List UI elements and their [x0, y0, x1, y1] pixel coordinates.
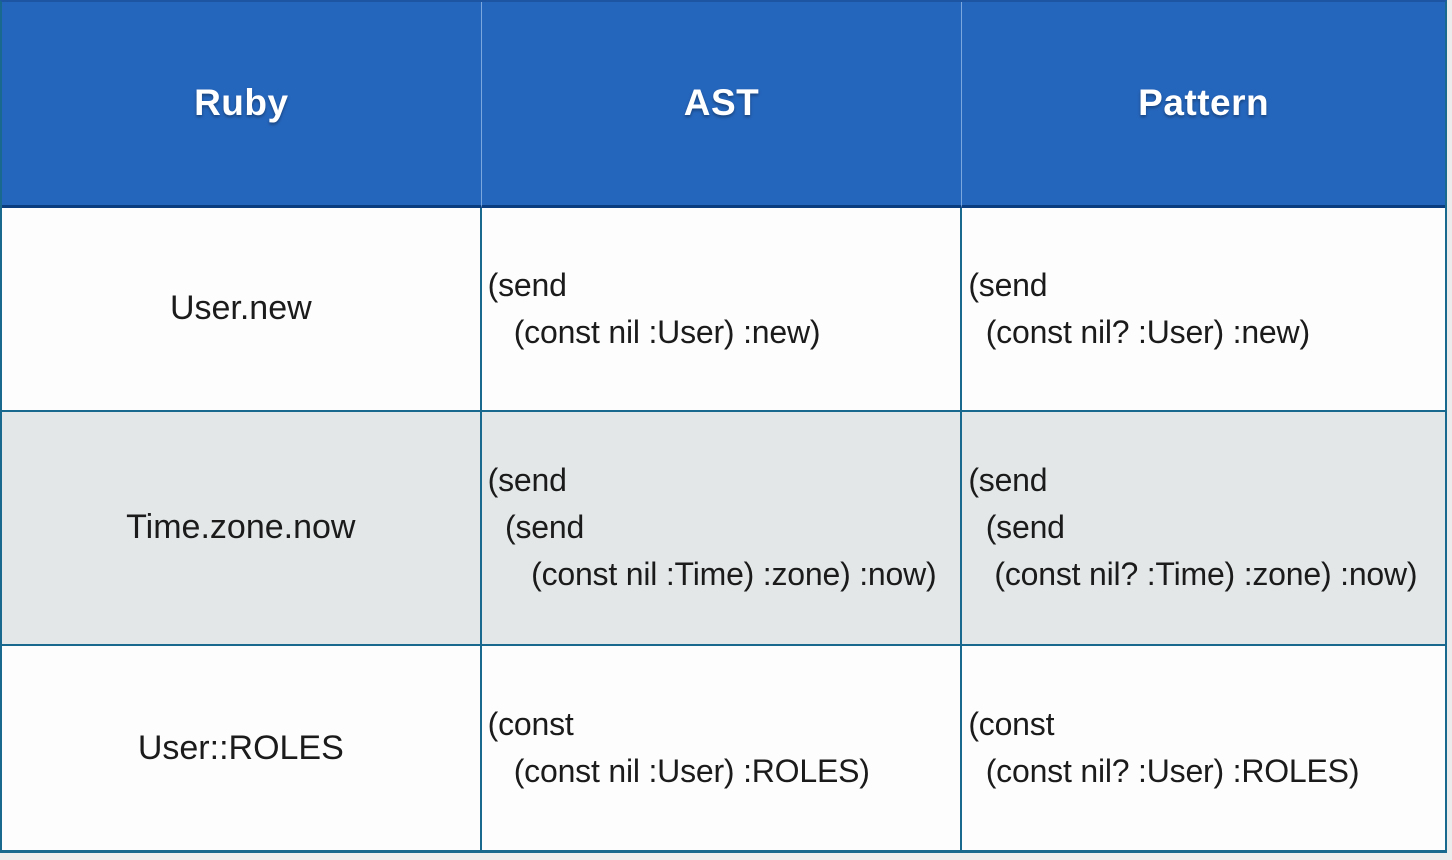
ast-cell: (send (const nil :User) :new) [481, 207, 963, 412]
ruby-cell: User::ROLES [2, 646, 482, 850]
ast-cell: (send (send (const nil :Time) :zone) :no… [481, 411, 963, 647]
pattern-cell: (send (const nil? :User) :new) [962, 207, 1445, 412]
ruby-cell: User.new [2, 207, 482, 412]
column-header-ruby: Ruby [2, 2, 482, 208]
column-header-pattern: Pattern [962, 2, 1445, 208]
ast-cell: (const (const nil :User) :ROLES) [481, 646, 963, 850]
column-header-ast: AST [481, 2, 963, 208]
ruby-cell: Time.zone.now [2, 411, 482, 647]
pattern-cell: (const (const nil? :User) :ROLES) [962, 646, 1445, 850]
pattern-cell: (send (send (const nil? :Time) :zone) :n… [962, 411, 1445, 647]
